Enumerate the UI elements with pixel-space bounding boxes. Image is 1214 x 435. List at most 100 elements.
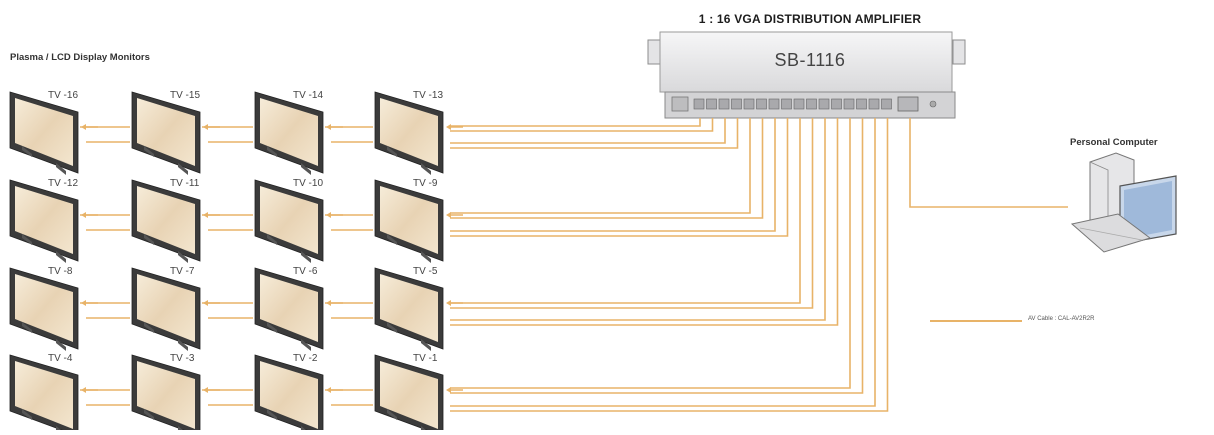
tv-label: TV -7 xyxy=(170,266,195,277)
monitor-icon xyxy=(131,91,220,175)
input-cable xyxy=(909,118,1068,208)
monitor-screen xyxy=(380,274,438,342)
monitor-screen xyxy=(15,98,73,166)
legend-label: AV Cable : CAL-AV2R2R xyxy=(1028,316,1095,322)
amplifier-title: 1 : 16 VGA DISTRIBUTION AMPLIFIER xyxy=(698,12,922,26)
amplifier-output-port xyxy=(793,98,805,110)
keyboard-key-row xyxy=(1079,227,1143,241)
monitor-stand-right xyxy=(178,251,188,263)
monitor-stand-left xyxy=(267,409,277,420)
monitor-icon xyxy=(254,267,343,351)
tv-label: TV -14 xyxy=(293,90,324,101)
monitor-stand-left xyxy=(144,409,154,420)
monitor-screen xyxy=(137,361,195,429)
computer-icon xyxy=(1070,152,1177,253)
cable-line xyxy=(450,118,776,232)
cable-line xyxy=(450,118,801,304)
cable-line xyxy=(450,118,714,132)
amplifier-model: SB-1116 xyxy=(774,50,846,70)
monitor-stand-left xyxy=(267,234,277,245)
monitor-screen xyxy=(260,361,318,429)
monitor-icon xyxy=(9,267,98,351)
monitor-stand-left xyxy=(144,234,154,245)
monitor-stand-left xyxy=(144,146,154,157)
monitor-icon xyxy=(9,354,98,435)
monitor-screen xyxy=(15,186,73,254)
monitor-icon xyxy=(374,267,463,351)
monitor-stand-left xyxy=(387,322,397,333)
monitor-stand-right xyxy=(421,163,431,175)
monitor-stand-right xyxy=(301,251,311,263)
cable-line xyxy=(450,118,764,219)
monitor-stand-left xyxy=(387,409,397,420)
cable-line xyxy=(450,118,726,144)
monitor-icon xyxy=(9,179,98,263)
monitor-screen xyxy=(380,186,438,254)
cable-line xyxy=(450,118,851,389)
tv-label: TV -8 xyxy=(48,266,73,277)
computer-tower-edge xyxy=(1089,161,1109,232)
amplifier-led xyxy=(929,100,937,108)
monitor-screen xyxy=(380,361,438,429)
tv-label: TV -2 xyxy=(293,353,318,364)
amplifier-output-port xyxy=(868,98,880,110)
monitor-stand-right xyxy=(421,251,431,263)
cable-line xyxy=(450,118,739,149)
monitor-screen xyxy=(260,274,318,342)
amplifier-output-port xyxy=(718,98,730,110)
monitor-stand-right xyxy=(56,163,66,175)
monitor-screen xyxy=(15,361,73,429)
cable-arrowhead xyxy=(446,212,451,218)
monitor-icon xyxy=(374,91,463,175)
cable-line xyxy=(450,118,789,237)
cable-line xyxy=(450,118,826,321)
cable-line xyxy=(450,118,751,214)
cable-line xyxy=(450,118,839,326)
amplifier-output-port xyxy=(693,98,705,110)
tv-label: TV -6 xyxy=(293,266,318,277)
amplifier-output-port xyxy=(743,98,755,110)
cable-line xyxy=(450,118,701,127)
tv-label: TV -16 xyxy=(48,90,79,101)
monitor-screen xyxy=(137,98,195,166)
monitor-stand-left xyxy=(144,322,154,333)
tv-label: TV -10 xyxy=(293,178,324,189)
monitor-connectors xyxy=(80,126,373,406)
amplifier-power-switch xyxy=(671,96,689,112)
monitor-icon xyxy=(374,354,463,435)
amplifier-output-port xyxy=(806,98,817,110)
monitors-title: Plasma / LCD Display Monitors xyxy=(10,52,150,63)
cable-line xyxy=(450,118,864,394)
monitor-stand-left xyxy=(267,322,277,333)
monitor-icon xyxy=(131,354,220,435)
monitor-stand-left xyxy=(22,409,32,420)
monitor-stand-left xyxy=(22,234,32,245)
monitor-screen xyxy=(260,186,318,254)
cable-line xyxy=(450,118,814,309)
monitor-icon xyxy=(131,179,220,263)
computer-keyboard xyxy=(1070,213,1152,253)
tv-label: TV -4 xyxy=(48,353,73,364)
cable-line xyxy=(450,118,876,407)
cable-arrowhead xyxy=(446,387,451,393)
monitor-stand-right xyxy=(301,339,311,351)
monitor-screen xyxy=(380,98,438,166)
amplifier-output-port xyxy=(831,98,842,110)
monitor-stand-right xyxy=(178,163,188,175)
monitor-stand-left xyxy=(22,322,32,333)
monitor-icon xyxy=(374,179,463,263)
monitor-screen xyxy=(15,274,73,342)
tv-label: TV -9 xyxy=(413,178,438,189)
monitor-icon xyxy=(9,91,98,175)
tv-label: TV -11 xyxy=(170,178,200,189)
cable-bundle xyxy=(450,118,889,412)
cable-arrowhead xyxy=(446,124,451,130)
amplifier-output-port xyxy=(706,98,717,110)
tv-label: TV -13 xyxy=(413,90,444,101)
monitor-stand-right xyxy=(56,251,66,263)
amplifier-output-port xyxy=(781,98,792,110)
amplifier-device xyxy=(647,31,966,119)
monitor-icon xyxy=(254,179,343,263)
